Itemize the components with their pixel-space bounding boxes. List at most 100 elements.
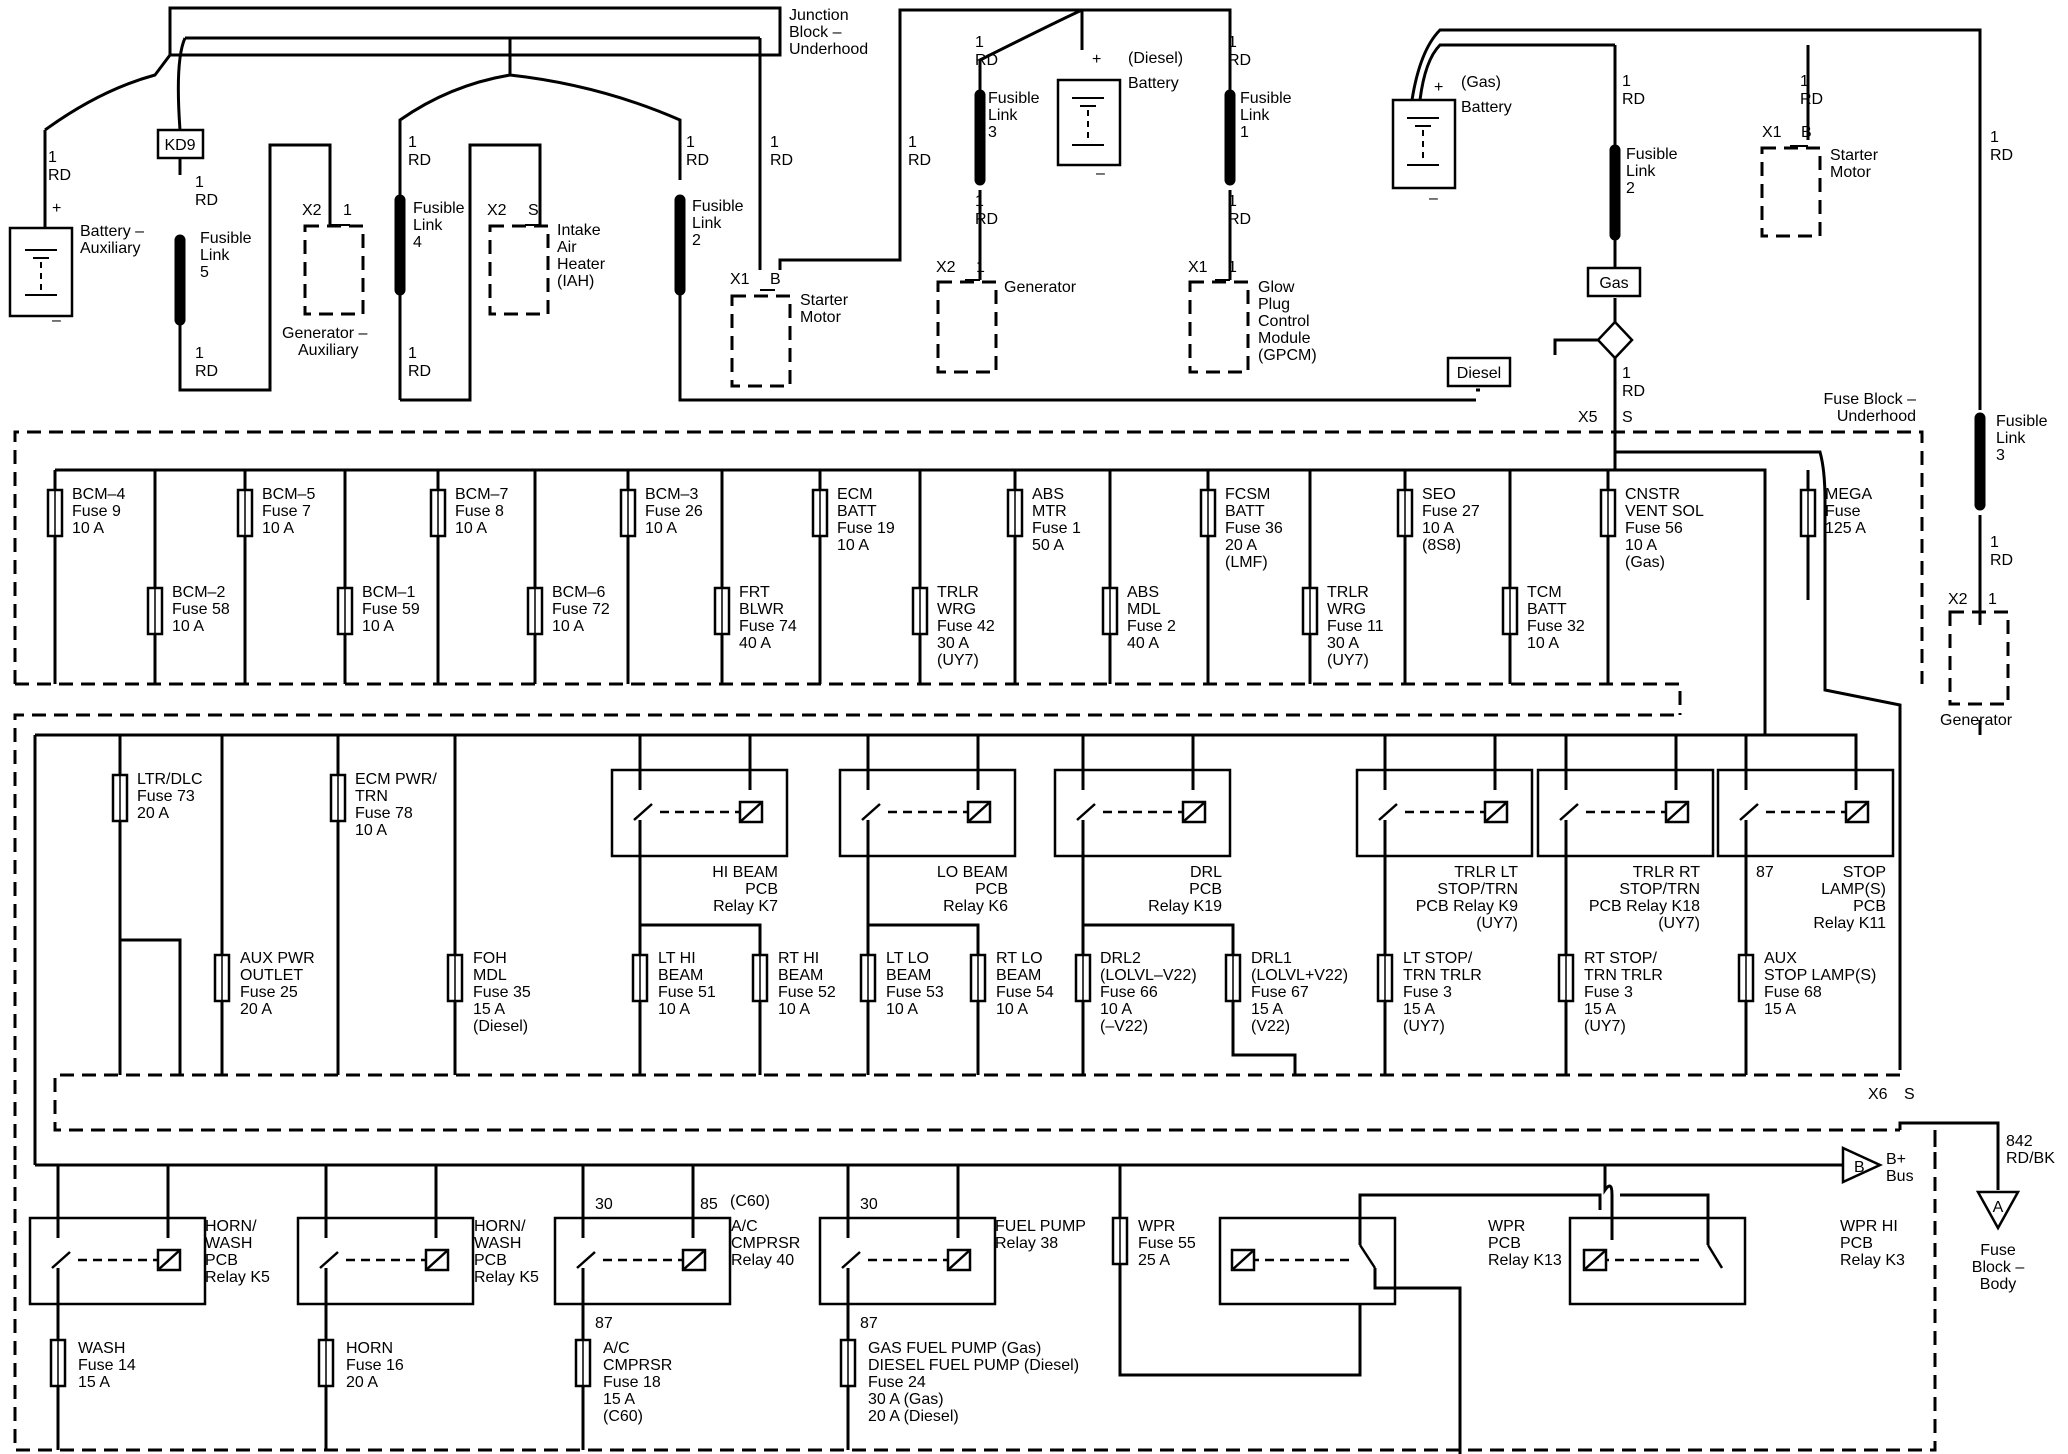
fuse-block-body-arrow [1975, 1190, 2021, 1231]
svg-text:PCB Relay K9: PCB Relay K9 [1416, 898, 1518, 915]
pin-1: 1 [1988, 591, 1997, 608]
pin-x2: X2 [1948, 591, 1968, 608]
svg-text:FUEL PUMP: FUEL PUMP [995, 1218, 1086, 1235]
pin-x2: X2 [936, 259, 956, 276]
svg-text:10 A: 10 A [72, 520, 104, 537]
junction-block-label-1: Junction [789, 7, 849, 24]
svg-text:CMPRSR: CMPRSR [603, 1357, 672, 1374]
wire-num: 1 [1622, 365, 1631, 382]
wire-num: 1 [1800, 73, 1809, 90]
svg-text:BCM–6: BCM–6 [552, 584, 605, 601]
svg-text:30 A (Gas): 30 A (Gas) [868, 1391, 944, 1408]
fuse-block-body-1: Fuse [1980, 1242, 2016, 1259]
fuse-block-body-3: Body [1980, 1276, 2016, 1293]
svg-text:Fuse 18: Fuse 18 [603, 1374, 661, 1391]
fuse-fuel-pump: GAS FUEL PUMP (Gas)DIESEL FUEL PUMP (Die… [868, 1340, 1079, 1425]
svg-text:PCB: PCB [1189, 881, 1222, 898]
body-letter: A [1993, 1199, 2004, 1216]
fl2b-label: 2 [1626, 180, 1635, 197]
wire-color: RD [1622, 91, 1645, 108]
svg-text:20 A: 20 A [137, 805, 169, 822]
svg-text:DRL: DRL [1190, 864, 1222, 881]
svg-text:20 A (Diesel): 20 A (Diesel) [868, 1408, 959, 1425]
svg-text:A/C: A/C [731, 1218, 758, 1235]
svg-text:Fuse 59: Fuse 59 [362, 601, 420, 618]
svg-text:(UY7): (UY7) [1584, 1018, 1626, 1035]
svg-text:Fuse 42: Fuse 42 [937, 618, 995, 635]
svg-text:Relay K7: Relay K7 [713, 898, 778, 915]
gen-aux-label: Generator – [282, 325, 367, 342]
svg-text:Fuse 56: Fuse 56 [1625, 520, 1683, 537]
gpcm-label: Plug [1258, 296, 1290, 313]
fl2b-label: Link [1626, 163, 1656, 180]
svg-text:Fuse 24: Fuse 24 [868, 1374, 926, 1391]
svg-text:HORN/: HORN/ [474, 1218, 526, 1235]
fl3b-label: Link [1996, 430, 2026, 447]
svg-text:OUTLET: OUTLET [240, 967, 303, 984]
wire-color: RD [195, 363, 218, 380]
svg-text:BCM–5: BCM–5 [262, 486, 315, 503]
svg-text:BCM–1: BCM–1 [362, 584, 415, 601]
wire-color: RD [1228, 52, 1251, 69]
svg-text:10 A: 10 A [996, 1001, 1028, 1018]
svg-text:AUX PWR: AUX PWR [240, 950, 315, 967]
svg-text:Relay 38: Relay 38 [995, 1235, 1058, 1252]
starter-b-label: Motor [1830, 164, 1872, 181]
fl4-label: Link [413, 217, 443, 234]
svg-text:MDL: MDL [473, 967, 507, 984]
relay-horn-wash-1 [28, 1165, 207, 1450]
pin-b: B [1801, 124, 1812, 141]
svg-text:PCB Relay K18: PCB Relay K18 [1589, 898, 1700, 915]
wire-color: RD [1800, 91, 1823, 108]
svg-text:Fuse 36: Fuse 36 [1225, 520, 1283, 537]
svg-text:WRG: WRG [1327, 601, 1366, 618]
svg-text:STOP: STOP [1843, 864, 1886, 881]
svg-text:Fuse 19: Fuse 19 [837, 520, 895, 537]
svg-text:Fuse 51: Fuse 51 [658, 984, 716, 1001]
svg-text:Fuse 74: Fuse 74 [739, 618, 797, 635]
svg-text:(UY7): (UY7) [1403, 1018, 1445, 1035]
battery-diesel-label: (Diesel) [1128, 50, 1183, 67]
relay-stop-lamps [1716, 733, 1895, 1075]
svg-text:MDL: MDL [1127, 601, 1161, 618]
svg-text:HI BEAM: HI BEAM [712, 864, 778, 881]
svg-text:10 A: 10 A [778, 1001, 810, 1018]
plus-sign: + [1434, 79, 1443, 96]
svg-text:Fuse 2: Fuse 2 [1127, 618, 1176, 635]
svg-text:RT STOP/: RT STOP/ [1584, 950, 1657, 967]
gas-label: Gas [1599, 275, 1628, 292]
svg-text:(UY7): (UY7) [1658, 915, 1700, 932]
top-wiring [43, 6, 1982, 735]
svg-text:WPR HI: WPR HI [1840, 1218, 1898, 1235]
junction-block-label-3: Underhood [789, 41, 868, 58]
svg-text:Fuse 26: Fuse 26 [645, 503, 703, 520]
wire-num: 1 [975, 193, 984, 210]
svg-text:10 A: 10 A [886, 1001, 918, 1018]
svg-text:20 A: 20 A [1225, 537, 1257, 554]
gen-aux-label: Auxiliary [298, 342, 358, 359]
svg-text:Fuse 1: Fuse 1 [1032, 520, 1081, 537]
relay-ac-cmprsr [553, 1165, 732, 1450]
svg-text:15 A: 15 A [603, 1391, 635, 1408]
svg-text:BCM–2: BCM–2 [172, 584, 225, 601]
svg-text:WASH: WASH [205, 1235, 252, 1252]
battery-diesel-symbol [1056, 78, 1122, 167]
pin-s: S [528, 202, 539, 219]
svg-text:PCB: PCB [1488, 1235, 1521, 1252]
bus-label-2: Bus [1886, 1168, 1914, 1185]
plus-sign: + [52, 200, 61, 217]
svg-text:Fuse 53: Fuse 53 [886, 984, 944, 1001]
svg-text:Fuse 68: Fuse 68 [1764, 984, 1822, 1001]
